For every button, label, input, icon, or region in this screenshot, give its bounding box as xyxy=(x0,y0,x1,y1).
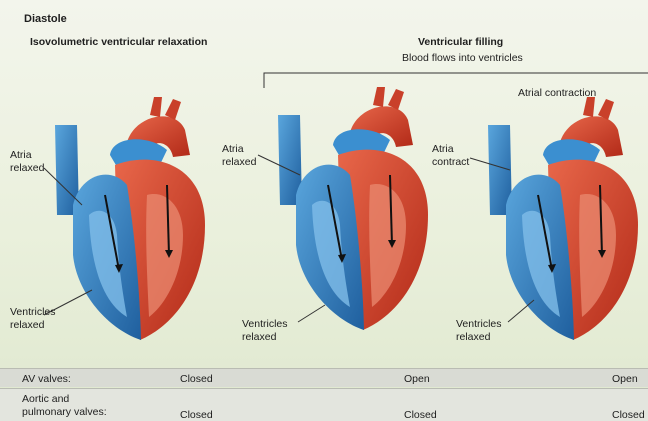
filling-bracket xyxy=(264,73,648,88)
atria-relaxed-1-line2: relaxed xyxy=(10,162,44,174)
ventricles-relaxed-3-line2: relaxed xyxy=(456,331,490,343)
heart-2 xyxy=(278,87,428,330)
semilunar-label-line1: Aortic and xyxy=(22,393,69,405)
semilunar-valves-phase2: Closed xyxy=(404,409,437,421)
semilunar-valves-phase3: Closed xyxy=(612,409,645,421)
phase-filling-label: Ventricular filling xyxy=(418,36,503,48)
heart-3 xyxy=(488,97,638,340)
atria-relaxed-2-line2: relaxed xyxy=(222,156,256,168)
semilunar-label-line2: pulmonary valves: xyxy=(22,406,107,418)
phase-filling-sub: Blood flows into ventricles xyxy=(402,52,523,64)
ventricles-relaxed-1-line1: Ventricles xyxy=(10,306,56,318)
ventricles-relaxed-3-line1: Ventricles xyxy=(456,318,502,330)
phase-atrial-label: Atrial contraction xyxy=(518,87,596,99)
av-valves-phase3: Open xyxy=(612,373,638,385)
atria-relaxed-2-line1: Atria xyxy=(222,143,244,155)
heart-1 xyxy=(55,97,205,340)
diagram-title: Diastole xyxy=(24,13,67,25)
atria-relaxed-1-line1: Atria xyxy=(10,149,32,161)
leader-ventricles-2 xyxy=(298,305,325,322)
atria-contract-line1: Atria xyxy=(432,143,454,155)
leader-ventricles-3 xyxy=(508,300,534,322)
av-valves-phase2: Open xyxy=(404,373,430,385)
ventricles-relaxed-2-line2: relaxed xyxy=(242,331,276,343)
ventricles-relaxed-2-line1: Ventricles xyxy=(242,318,288,330)
av-valves-phase1: Closed xyxy=(180,373,213,385)
av-valves-label: AV valves: xyxy=(22,373,71,385)
phase-iso-label: Isovolumetric ventricular relaxation xyxy=(30,36,207,48)
semilunar-valves-phase1: Closed xyxy=(180,409,213,421)
atria-contract-line2: contract xyxy=(432,156,469,168)
semilunar-valves-row: Aortic and pulmonary valves: Closed Clos… xyxy=(0,388,648,421)
av-valves-row: AV valves: Closed Open Open xyxy=(0,368,648,387)
ventricles-relaxed-1-line2: relaxed xyxy=(10,319,44,331)
